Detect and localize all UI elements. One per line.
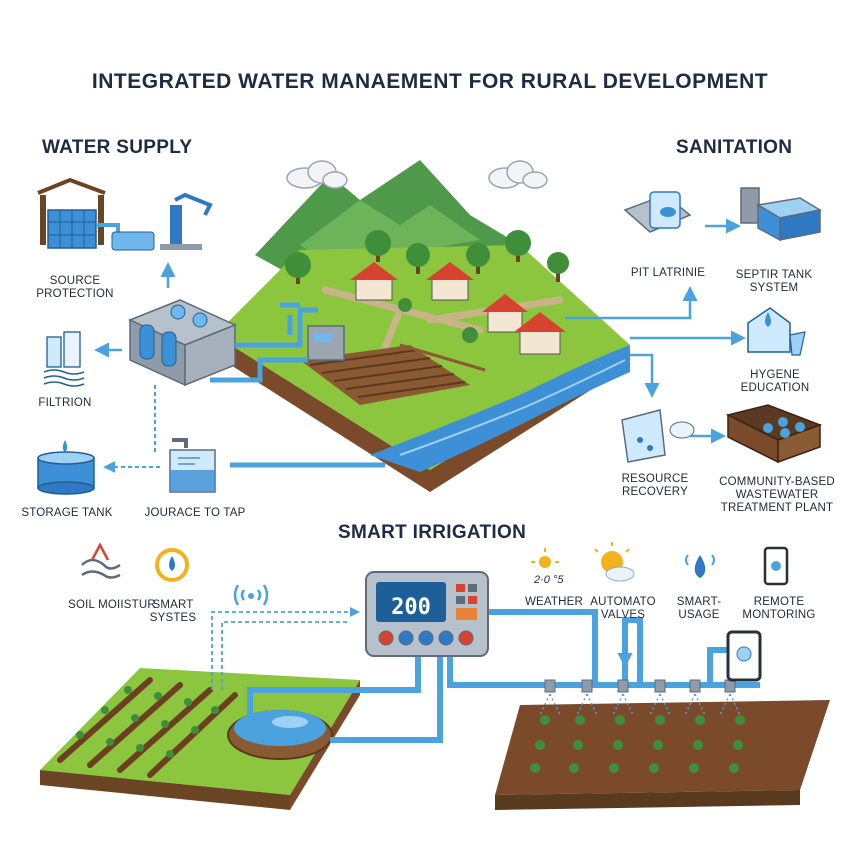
filtration-icon bbox=[44, 332, 84, 386]
label-storage-tank: STORAGE TANK bbox=[12, 507, 122, 520]
wifi-dot bbox=[248, 593, 254, 599]
label-filtration: FILTRION bbox=[20, 397, 110, 410]
controller-display: 200 bbox=[385, 595, 437, 620]
label-septic-tank: SEPTIR TANK SYSTEM bbox=[724, 269, 824, 295]
signal-arrowhead bbox=[350, 607, 360, 617]
phone-icon bbox=[765, 548, 787, 584]
septic-tank-icon bbox=[741, 188, 820, 240]
soil-moisture-icon bbox=[82, 545, 120, 578]
page-title: INTEGRATED WATER MANAEMENT FOR RURAL DEV… bbox=[0, 70, 860, 94]
sun-cloud-icon bbox=[595, 542, 634, 581]
resource-recovery-icon bbox=[622, 410, 694, 462]
section-sanitation: SANITATION bbox=[676, 137, 792, 159]
arrow-to-recovery bbox=[630, 355, 652, 392]
wastewater-plant-icon bbox=[728, 405, 820, 462]
weather-reading: 2·0 °5 bbox=[534, 574, 563, 586]
label-automated-valves: AUTOMATO VALVES bbox=[576, 596, 670, 622]
storage-tank-icon bbox=[38, 440, 94, 494]
label-remote-monitoring: REMOTE MONTORING bbox=[734, 596, 824, 622]
label-smart-systems: SMART SYSTES bbox=[140, 599, 206, 625]
tap-tank-icon bbox=[170, 440, 215, 492]
smart-usage-icon bbox=[686, 555, 714, 578]
label-resource-recovery: RESOURCE RECOVERY bbox=[590, 473, 720, 499]
smart-system-icon bbox=[157, 550, 187, 580]
pit-latrine-icon bbox=[625, 192, 690, 232]
irrigation-pond bbox=[228, 710, 332, 759]
right-crop-field bbox=[495, 700, 830, 810]
central-landscape bbox=[130, 160, 630, 492]
label-source-to-tap: JOURACE TO TAP bbox=[140, 507, 250, 520]
label-source-protection: SOURCE PROTECTION bbox=[25, 275, 125, 301]
label-wastewater-plant: COMMUNITY-BASED WASTEWATER TREATMENT PLA… bbox=[712, 476, 842, 515]
well-pump-icon bbox=[38, 180, 210, 250]
label-hygiene-education: HYGENE EDUCATION bbox=[720, 369, 830, 395]
hygiene-icon bbox=[748, 308, 805, 355]
label-pit-latrine: PIT LATRINIE bbox=[618, 267, 718, 280]
label-smart-usage: SMART- USAGE bbox=[666, 596, 732, 622]
tablet-icon bbox=[728, 632, 760, 680]
section-smart-irrigation: SMART IRRIGATION bbox=[338, 522, 526, 544]
sun-weather-icon bbox=[531, 548, 559, 568]
section-water-supply: WATER SUPPLY bbox=[42, 137, 192, 159]
